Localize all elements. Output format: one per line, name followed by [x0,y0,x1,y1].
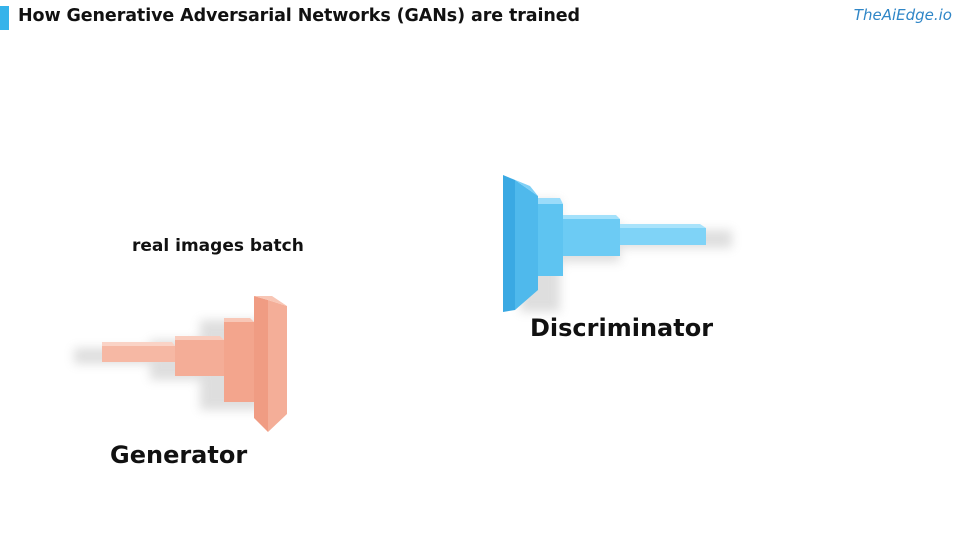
discriminator-layer-2 [536,198,563,276]
generator-layer-4 [254,296,287,432]
discriminator-label: Discriminator [530,314,714,342]
page-title: How Generative Adversarial Networks (GAN… [18,6,580,26]
generator-layer-1 [102,342,175,362]
generator-layer-3 [224,318,254,402]
generator-layer-2 [175,336,224,376]
discriminator-layer-3 [563,215,620,256]
brand-logo-text: TheAiEdge.io [853,6,952,24]
generator-label: Generator [110,441,248,469]
real-images-batch-label: real images batch [132,236,304,256]
title-accent-bar [0,6,9,30]
discriminator-layer-1 [503,175,538,312]
discriminator-layer-4 [620,224,706,245]
